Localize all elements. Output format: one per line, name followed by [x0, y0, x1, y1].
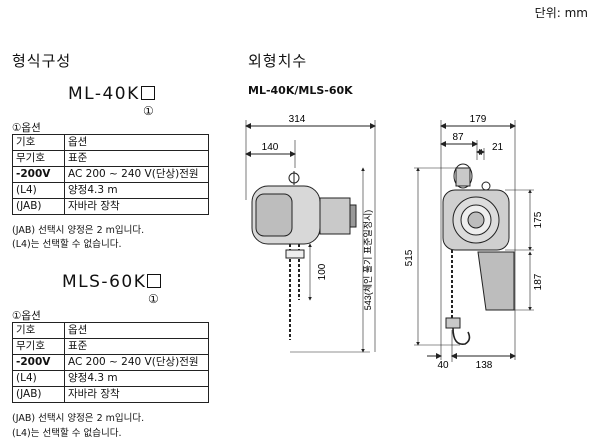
option-box-icon	[140, 86, 155, 100]
mls-option-title: ①옵션	[12, 310, 41, 322]
right-section-title: 외형치수	[248, 52, 308, 70]
left-section-title: 형식구성	[12, 52, 72, 70]
unit-label: 단위: mm	[534, 6, 588, 20]
option-value: 옵션	[64, 134, 209, 151]
dim-187: 187	[533, 273, 544, 290]
option-key: (JAB)	[12, 386, 65, 403]
drawing-title: ML-40K/MLS-60K	[248, 84, 353, 97]
dim-40: 40	[437, 360, 449, 371]
mls-note-2: (L4)는 선택할 수 없습니다.	[12, 428, 122, 439]
dim-140: 140	[262, 142, 279, 153]
table-row: (JAB)자바라 장착	[12, 386, 209, 403]
ml-note-1: (JAB) 선택시 양정은 2 m입니다.	[12, 225, 145, 236]
dim-87: 87	[452, 132, 464, 143]
ml-option-title: ①옵션	[12, 122, 41, 134]
option-key: 무기호	[12, 338, 65, 355]
option-box-icon	[147, 274, 162, 288]
dim-543: 543(체인 풀기 표준일정시)	[363, 210, 373, 311]
dim-175: 175	[533, 211, 544, 228]
ml-model-code: ML-40K	[68, 84, 155, 104]
dim-21: 21	[492, 142, 504, 153]
option-key: (L4)	[12, 182, 65, 199]
mls-callout: ①	[148, 292, 159, 306]
dim-179: 179	[470, 114, 487, 125]
option-value: 자바라 장착	[64, 198, 209, 215]
dim-100: 100	[317, 263, 328, 280]
ml-model-name: ML-40K	[68, 84, 140, 104]
front-view	[245, 120, 376, 353]
mls-model-code: MLS-60K	[62, 272, 162, 292]
dim-138: 138	[476, 360, 493, 371]
side-view	[414, 120, 534, 362]
dim-314: 314	[289, 114, 306, 125]
ml-note-2: (L4)는 선택할 수 없습니다.	[12, 239, 122, 250]
mls-note-1: (JAB) 선택시 양정은 2 m입니다.	[12, 413, 145, 424]
ml-callout: ①	[143, 104, 154, 118]
option-key: -200V	[12, 166, 65, 183]
option-value: 자바라 장착	[64, 386, 209, 403]
table-row: (JAB)자바라 장착	[12, 198, 209, 215]
mls-model-name: MLS-60K	[62, 272, 147, 292]
dim-515: 515	[404, 249, 415, 266]
option-value: AC 200 ~ 240 V(단상)전원	[64, 166, 209, 183]
